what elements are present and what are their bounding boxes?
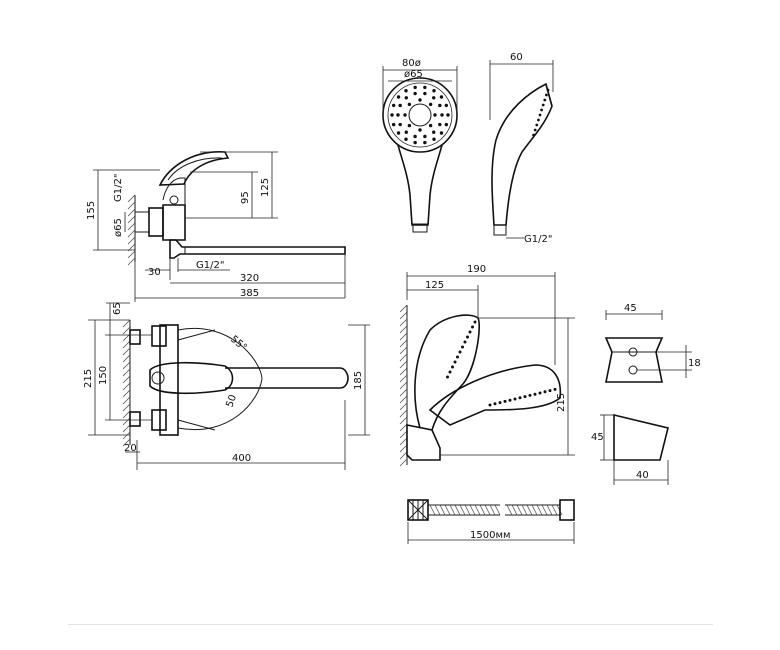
dim-total-length: 385 [240, 288, 259, 299]
dim-flange-dia: ø65 [113, 218, 124, 237]
dim-holder-height: 215 [556, 393, 567, 412]
shower-holder-view: 190 125 215 [399, 264, 575, 467]
bracket-front-view: 45 18 [604, 303, 701, 383]
hand-shower-front: 80ø ø65 [382, 58, 458, 233]
dim-hand-thread: G1/2" [524, 234, 552, 245]
dim-bracket-depth: 40 [636, 470, 649, 481]
dim-head-outer: 80ø [402, 58, 421, 69]
dim-holder-offset: 125 [425, 280, 444, 291]
dim-top-centers: 150 [98, 366, 109, 385]
hose-view: 1500мм [407, 499, 575, 544]
dim-side-thread: G1/2" [113, 174, 124, 202]
dim-head-inner: ø65 [404, 69, 423, 80]
bracket-side-view: 45 40 [591, 413, 669, 485]
dim-side-offset: 30 [148, 267, 161, 278]
dim-holder-reach: 190 [467, 264, 486, 275]
dim-bracket-width: 45 [624, 303, 637, 314]
dim-body-height: 95 [240, 191, 251, 204]
dim-top-spout-depth: 185 [353, 371, 364, 390]
dim-head-depth: 60 [510, 52, 523, 63]
hand-shower-side: 60 G1/2" [489, 52, 554, 245]
dim-top-bottom: 20 [124, 443, 137, 454]
mixer-side-view: 125 95 155 G1/2" ø65 30 G1/2" 320 385 [86, 151, 346, 302]
dim-spout-thread: G1/2" [196, 260, 224, 271]
dim-spout-reach: 320 [240, 273, 259, 284]
dim-angle-bottom: 50 [224, 393, 239, 409]
dim-lever-height: 125 [260, 178, 271, 197]
mixer-top-view: 55° 50 65 215 150 185 20 400 [83, 302, 370, 470]
dim-top-length: 400 [232, 453, 251, 464]
dim-total-height: 155 [86, 201, 97, 220]
bottom-divider [68, 624, 713, 625]
dim-hose-length: 1500мм [470, 530, 511, 541]
shower-head-holes [390, 85, 450, 145]
dim-bracket-hole: 18 [688, 358, 701, 369]
dim-angle-top: 55° [228, 334, 249, 354]
dim-top-flange: 65 [112, 302, 123, 315]
dim-bracket-height: 45 [591, 432, 604, 443]
side-head-holes [532, 88, 550, 137]
dim-top-total: 215 [83, 369, 94, 388]
